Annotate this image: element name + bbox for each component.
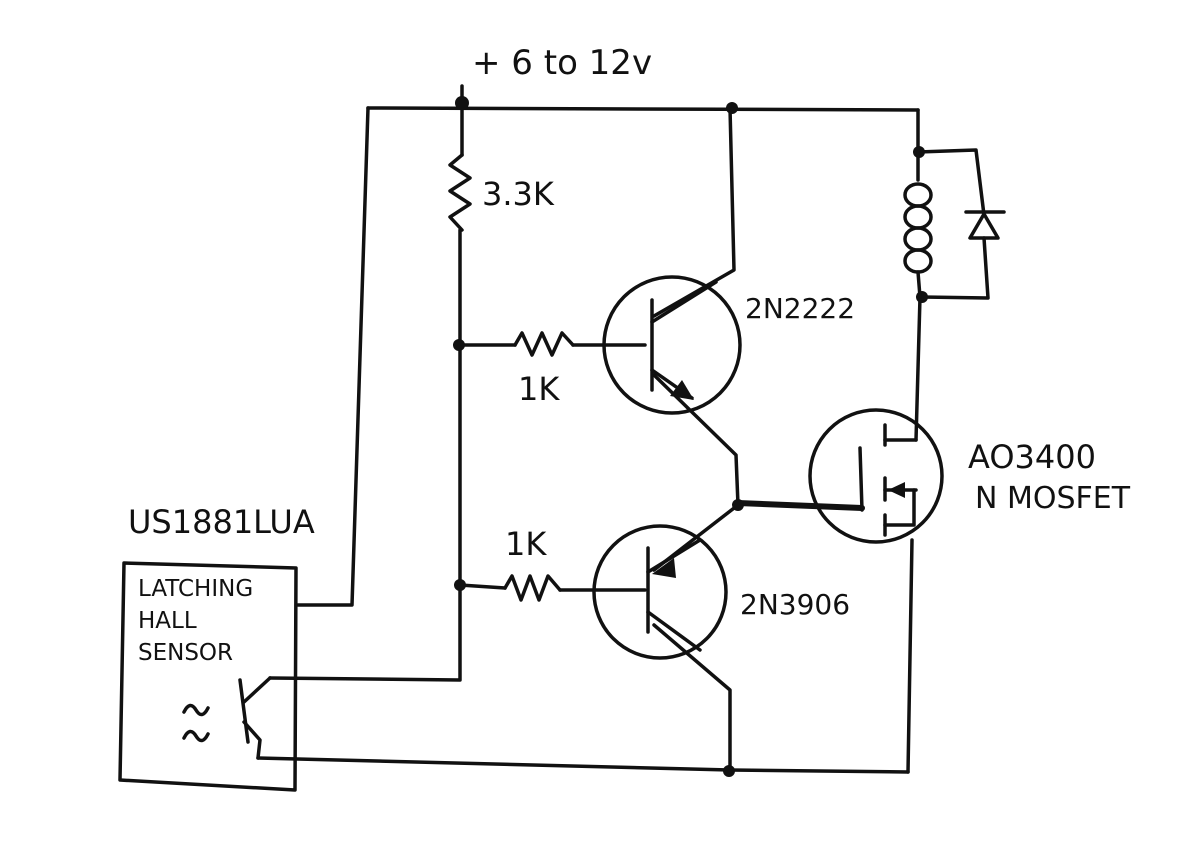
mosfet-type-label: N MOSFET [975,481,1131,516]
npn-body [602,275,742,415]
mosfet-source-lead [883,488,916,527]
npn-emitter-wire [652,373,740,507]
wires [256,84,990,774]
flyback-diode [964,210,1006,240]
diode-bottom-wire [920,236,990,300]
sensor-text-line1: LATCHING [138,576,253,602]
sensor-text-line2: HALL [138,608,197,634]
drain-wire [914,295,922,442]
gate-drive-wire [735,500,865,511]
pnp-transistor [592,524,728,660]
npn-collector-wire [652,106,736,318]
magnetic-field-icon [182,729,210,743]
diode-top-wire [916,148,986,217]
sensor-output-wire [268,228,462,682]
coil-loop [903,248,933,274]
npn-part-label: 2N2222 [745,292,855,325]
junction-dot [723,765,735,777]
coil-lead-bottom [916,270,922,299]
pnp-base-resistor [503,574,562,602]
coil-loop [903,182,933,208]
pnp-base-wire-left [458,583,507,590]
sensor-base-bar [238,678,250,744]
junction-dot [454,579,466,591]
diode-triangle [968,212,1000,240]
pnp-base-resistor-label: 1K [505,525,547,563]
junction-dot [916,291,928,303]
junction-dot [453,339,465,351]
mosfet-gate-line [858,446,864,512]
junction-dot [732,499,744,511]
sensor-emitter-lead [242,720,262,760]
pnp-emitter-arrow [652,558,676,578]
sensor-box [118,561,298,792]
pnp-part-label: 2N3906 [740,588,850,621]
source-wire [906,538,914,774]
pnp-emitter-lead [646,538,702,574]
npn-collector-lead [650,280,718,324]
supply-rail [366,106,920,112]
sensor-vcc-wire [296,106,370,607]
relay-coil [903,150,933,299]
npn-emitter-arrow [670,380,694,400]
supply-label: + 6 to 12v [472,43,652,83]
mosfet-part-label: AO3400 [968,438,1096,476]
mosfet-body [808,408,944,544]
magnetic-field-icon [182,703,210,717]
coil-loop [903,226,933,252]
sensor-text-line3: SENSOR [138,640,233,666]
junction-dot [726,102,738,114]
pullup-resistor-label: 3.3K [482,175,555,213]
pnp-collector-lead [646,610,702,652]
npn-base-resistor-label: 1K [518,370,560,408]
npn-base-resistor [513,331,575,357]
coil-loop [903,204,933,230]
labels: + 6 to 12v 3.3K 1K 1K 2N2222 2N3906 AO34… [128,43,1131,666]
sensor-part-label: US1881LUA [128,503,315,541]
ground-rail [256,756,910,774]
pnp-collector-wire [652,623,732,772]
pnp-body [592,524,728,660]
npn-transistor [602,275,742,415]
mosfet [808,408,944,544]
sensor-collector-lead [242,676,272,704]
mosfet-arrow [888,482,905,498]
pullup-resistor [448,153,472,232]
hall-sensor [118,561,298,792]
junction-dot [455,96,469,110]
